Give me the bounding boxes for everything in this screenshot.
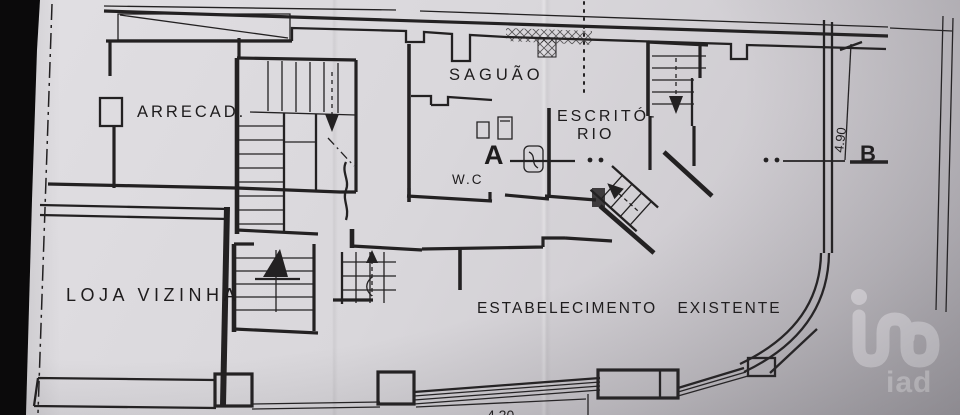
wc-fixtures bbox=[476, 116, 513, 140]
wc-block bbox=[406, 44, 604, 203]
wall-pier bbox=[376, 370, 416, 406]
stair-up-arrow-icon bbox=[263, 249, 288, 277]
main-staircase bbox=[234, 38, 358, 236]
room-label-escritorio-line1: ESCRITÓ- bbox=[557, 106, 657, 125]
shopfront-glazing bbox=[677, 371, 749, 397]
storefront bbox=[32, 366, 749, 415]
stair-treads bbox=[267, 61, 339, 113]
handrail-curve bbox=[343, 161, 349, 221]
stair-treads bbox=[652, 55, 706, 105]
room-label-escritorio-line2: RIO bbox=[577, 126, 614, 143]
stair-down-arrow-icon bbox=[325, 114, 339, 132]
room-label-wc: W.C bbox=[452, 172, 484, 187]
stair-down-arrow-icon bbox=[607, 183, 624, 200]
dimension-value-width: 4.20 bbox=[487, 407, 514, 415]
shopfront-glazing bbox=[413, 381, 601, 405]
ramp-hatch-rect bbox=[117, 13, 291, 41]
stair-down-arrow-icon bbox=[669, 96, 683, 114]
property-boundary-dashdot bbox=[37, 3, 53, 414]
room-label-arrecad: ARRECAD. bbox=[137, 103, 246, 121]
room-label-estabelecimento: ESTABELECIMENTO EXISTENTE bbox=[477, 300, 782, 317]
wc-fixture bbox=[523, 145, 544, 173]
dimension-value-height: 4.90 bbox=[831, 126, 849, 153]
iad-logo-glyph-icon bbox=[852, 309, 940, 368]
section-marker-b: B bbox=[860, 141, 876, 166]
iad-logo: iad bbox=[851, 289, 940, 399]
right-edge-lines bbox=[935, 15, 954, 313]
wall-pier bbox=[746, 356, 777, 378]
room-label-saguao: SAGUÃO bbox=[449, 64, 544, 84]
masonry-hatch-tab bbox=[537, 38, 557, 58]
diagonal-staircase bbox=[544, 150, 714, 255]
section-marker-a: A bbox=[484, 140, 504, 170]
party-wall bbox=[220, 206, 230, 406]
wall-pier bbox=[596, 368, 680, 400]
room-label-loja-vizinha: LOJA VIZINHA bbox=[66, 285, 240, 305]
small-staircase bbox=[333, 229, 423, 304]
right-staircase bbox=[646, 40, 709, 170]
stair-up-arrow-icon bbox=[366, 250, 378, 263]
dimension-tick bbox=[839, 40, 863, 52]
dimension-right bbox=[763, 40, 888, 164]
masonry-hatch-patch bbox=[506, 28, 592, 45]
left-boundary-and-walls bbox=[37, 3, 237, 414]
perimeter-walls bbox=[103, 1, 954, 313]
curved-storefront-corner bbox=[739, 252, 831, 374]
secondary-staircase bbox=[231, 242, 319, 335]
wall-pier bbox=[592, 188, 605, 207]
establishment-walls bbox=[421, 236, 831, 378]
stair-treads bbox=[238, 125, 284, 225]
right-exterior-wall bbox=[822, 20, 834, 253]
dimension-line-bottom bbox=[415, 394, 589, 415]
iad-logo-dot-icon bbox=[851, 289, 867, 305]
iad-logo-text: iad bbox=[886, 366, 932, 399]
wall-pier bbox=[213, 372, 254, 408]
wall-pier bbox=[98, 96, 124, 128]
